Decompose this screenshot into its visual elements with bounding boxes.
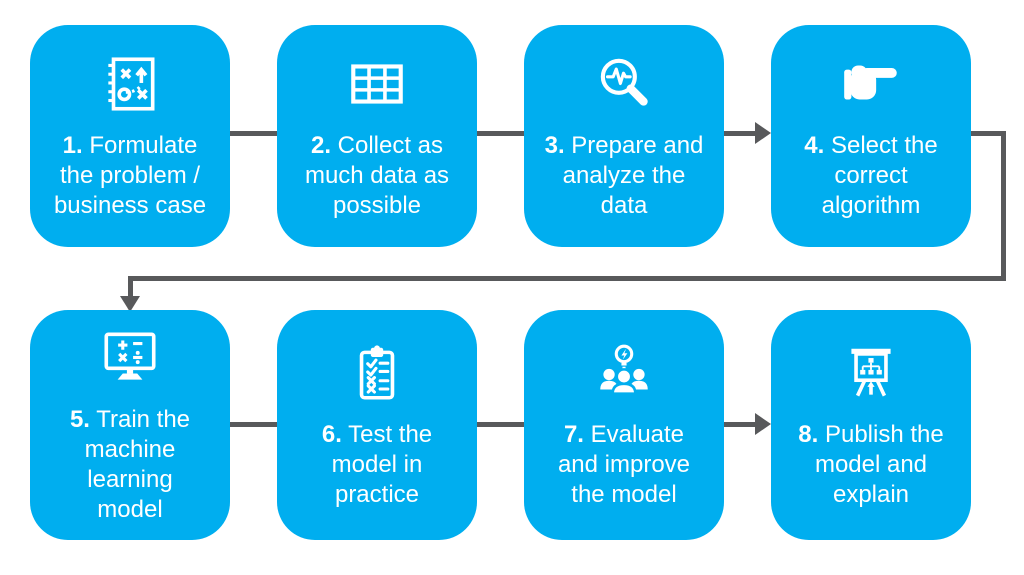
connector-wrap-left — [128, 276, 133, 298]
step-label: 7. Evaluate and improve the model — [558, 420, 690, 510]
step-text: Publish the model and explain — [814, 421, 944, 508]
team-idea-icon — [591, 340, 657, 406]
step-text: Evaluate and improve the model — [557, 421, 691, 508]
step-number: 4. — [804, 132, 825, 159]
training-monitor-icon — [97, 325, 163, 391]
step-number: 7. — [563, 421, 584, 448]
data-table-icon — [344, 51, 410, 117]
arrowhead-step5-icon — [120, 296, 140, 312]
connector-step3-step4 — [724, 131, 757, 136]
step-number: 2. — [310, 132, 331, 159]
arrowhead-step8-icon — [755, 413, 771, 435]
checklist-clipboard-icon — [344, 340, 410, 406]
step-label: 3. Prepare and analyze the data — [545, 131, 704, 221]
step-text: Prepare and analyze the data — [562, 132, 704, 219]
step-box-7: 7. Evaluate and improve the model — [524, 310, 724, 540]
step-box-4: 4. Select the correct algorithm — [771, 25, 971, 247]
step-text: Test the model in practice — [331, 421, 433, 508]
presentation-board-icon — [838, 340, 904, 406]
connector-step2-step3 — [477, 131, 524, 136]
step-box-1: 1. Formulate the problem / business case — [30, 25, 230, 247]
connector-step7-step8 — [724, 422, 757, 427]
connector-wrap-top — [971, 131, 1006, 136]
connector-wrap-middle — [128, 276, 1006, 281]
pointing-hand-icon — [838, 51, 904, 117]
step-label: 4. Select the correct algorithm — [804, 131, 937, 221]
step-label: 6. Test the model in practice — [322, 420, 432, 510]
arrowhead-step4-icon — [755, 122, 771, 144]
step-label: 8. Publish the model and explain — [798, 420, 943, 510]
step-text: Collect as much data as possible — [304, 132, 450, 219]
step-text: Formulate the problem / business case — [53, 132, 207, 219]
step-number: 6. — [321, 421, 342, 448]
connector-step1-step2 — [230, 131, 277, 136]
step-label: 1. Formulate the problem / business case — [54, 131, 206, 221]
step-number: 3. — [544, 132, 565, 159]
step-box-8: 8. Publish the model and explain — [771, 310, 971, 540]
step-number: 1. — [62, 132, 83, 159]
analyze-magnifier-icon — [591, 51, 657, 117]
connector-step5-step6 — [230, 422, 277, 427]
step-box-5: 5. Train the machine learning model — [30, 310, 230, 540]
strategy-plan-icon — [97, 51, 163, 117]
step-label: 5. Train the machine learning model — [70, 405, 190, 525]
step-label: 2. Collect as much data as possible — [305, 131, 449, 221]
step-text: Select the correct algorithm — [821, 132, 938, 219]
step-number: 5. — [69, 406, 90, 433]
step-number: 8. — [798, 421, 819, 448]
step-box-3: 3. Prepare and analyze the data — [524, 25, 724, 247]
step-box-6: 6. Test the model in practice — [277, 310, 477, 540]
connector-step6-step7 — [477, 422, 524, 427]
step-text: Train the machine learning model — [84, 406, 191, 523]
step-box-2: 2. Collect as much data as possible — [277, 25, 477, 247]
connector-wrap-right — [1001, 131, 1006, 281]
